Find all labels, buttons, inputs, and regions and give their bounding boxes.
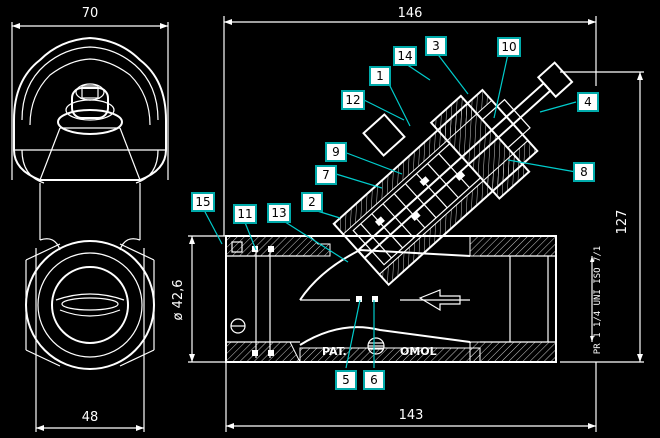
callout-5: 5 xyxy=(335,370,357,390)
dim-section-height: 127 xyxy=(615,210,630,235)
svg-text:1: 1 xyxy=(376,69,384,83)
callout-10: 10 xyxy=(497,37,521,57)
svg-text:3: 3 xyxy=(432,39,440,53)
dim-diameter: ø 42,6 xyxy=(171,279,186,320)
dim-section-bottom: 143 xyxy=(399,408,424,423)
leader-lines xyxy=(203,51,577,369)
svg-text:12: 12 xyxy=(345,93,360,107)
svg-text:9: 9 xyxy=(332,145,340,159)
svg-text:15: 15 xyxy=(195,195,210,209)
callout-9: 9 xyxy=(325,142,347,162)
thread-label: PR 1 1/4 UNI ISO 7/1 xyxy=(593,246,603,354)
callout-1: 1 xyxy=(369,66,391,86)
svg-text:11: 11 xyxy=(237,207,252,221)
brand-label: OMOL xyxy=(400,345,437,358)
callout-4: 4 xyxy=(577,92,599,112)
section-view: 146 127 ø 42,6 143 xyxy=(171,6,644,432)
svg-text:4: 4 xyxy=(584,95,592,109)
callout-12: 12 xyxy=(341,90,365,110)
dim-front-width: 70 xyxy=(82,6,99,21)
dim-front-base: 48 xyxy=(82,410,99,425)
svg-text:13: 13 xyxy=(271,206,286,220)
svg-text:6: 6 xyxy=(370,373,378,387)
callout-13: 13 xyxy=(267,203,291,223)
svg-text:10: 10 xyxy=(501,40,516,54)
callout-15: 15 xyxy=(191,192,215,212)
svg-text:2: 2 xyxy=(308,195,316,209)
pat-label: PAT. xyxy=(322,345,347,358)
callout-3: 3 xyxy=(425,36,447,56)
callout-2: 2 xyxy=(301,192,323,212)
svg-text:8: 8 xyxy=(580,165,588,179)
dim-section-top: 146 xyxy=(398,6,423,21)
svg-text:7: 7 xyxy=(322,168,330,182)
svg-text:5: 5 xyxy=(342,373,350,387)
callout-8: 8 xyxy=(573,162,595,182)
front-view: 70 xyxy=(11,6,169,432)
callout-11: 11 xyxy=(233,204,257,224)
callout-14: 14 xyxy=(393,46,417,66)
svg-text:14: 14 xyxy=(397,49,412,63)
callout-6: 6 xyxy=(363,370,385,390)
callout-7: 7 xyxy=(315,165,337,185)
omol-logo xyxy=(367,337,385,355)
